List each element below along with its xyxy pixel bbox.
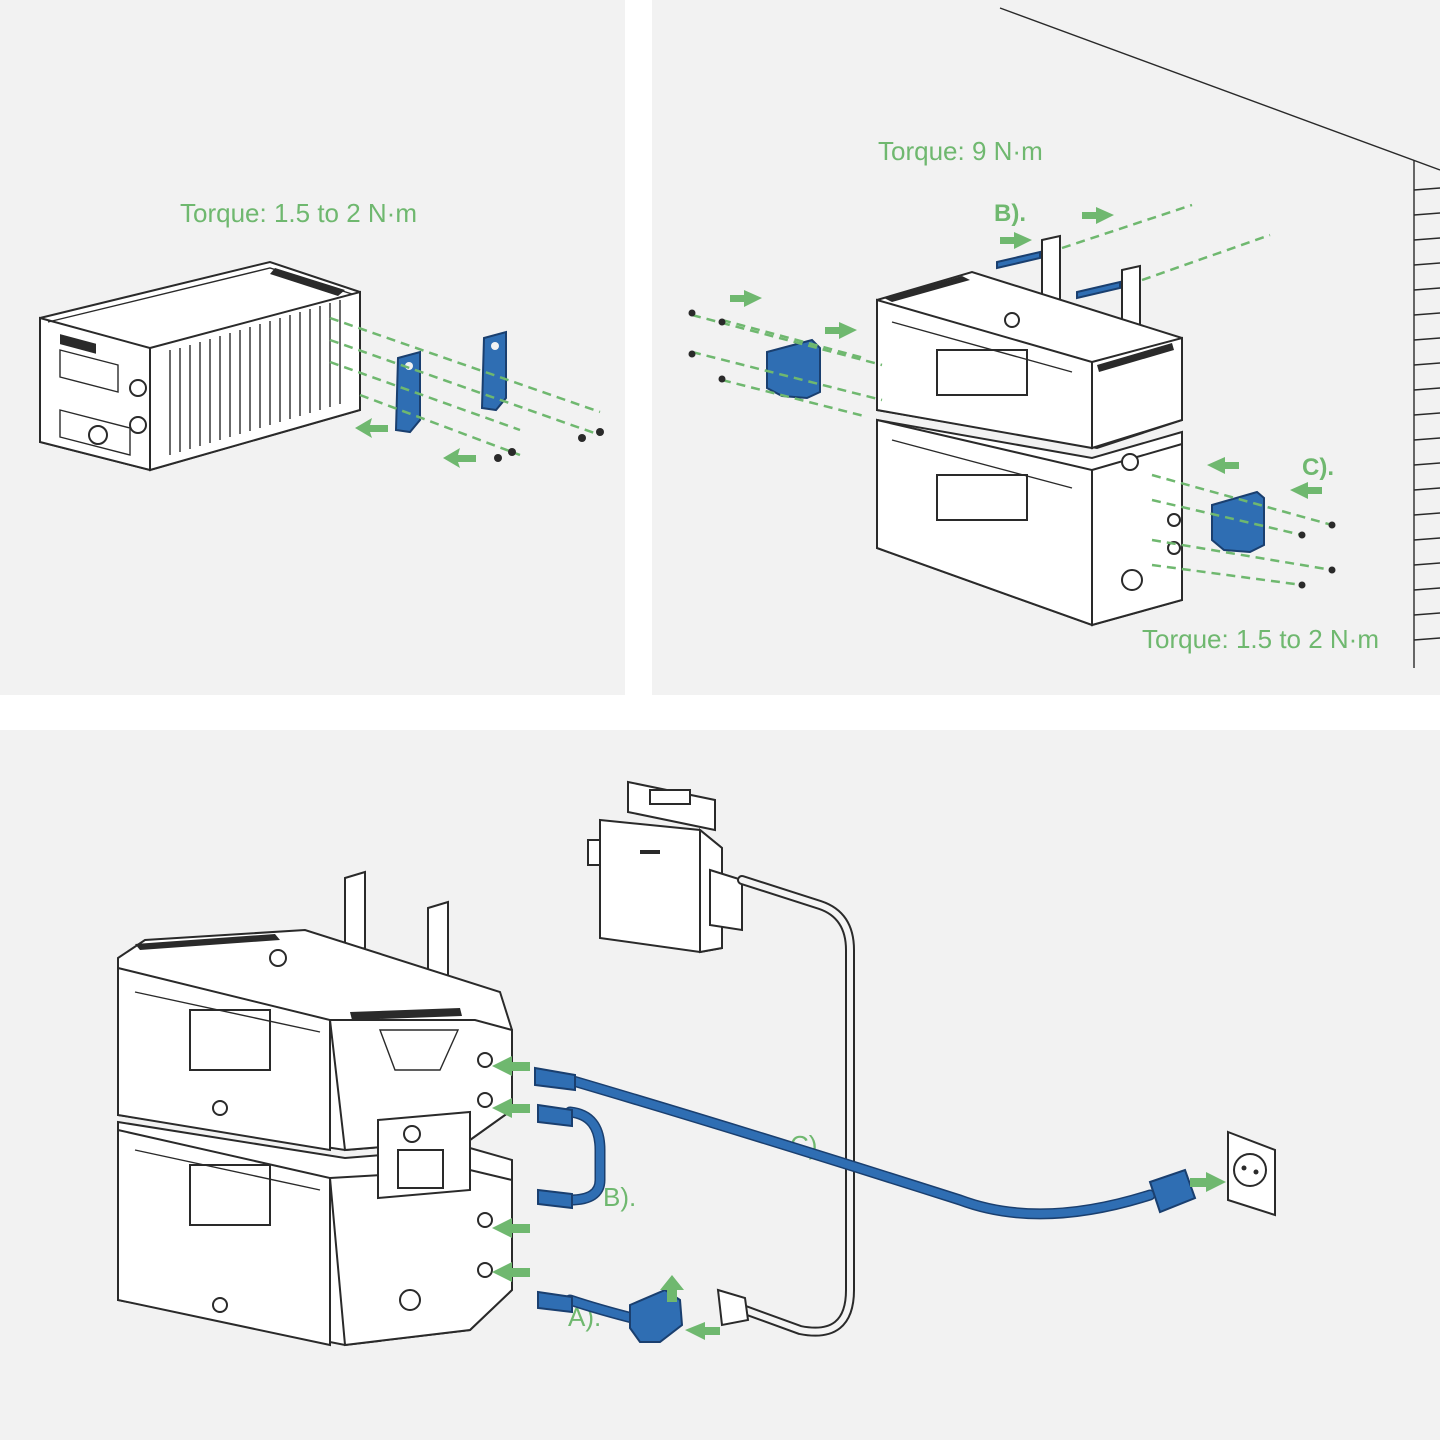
torque-bottom-label: Torque: 1.5 to 2 N·m bbox=[1142, 624, 1379, 654]
step-c-label: C). bbox=[1302, 454, 1334, 481]
torque-top-label: Torque: 9 N·m bbox=[878, 136, 1043, 166]
cable-connection-illustration bbox=[117, 780, 1276, 1347]
plug-c bbox=[1148, 1168, 1197, 1214]
connector-a bbox=[537, 1290, 573, 1314]
battery-unit-upper bbox=[117, 928, 513, 1152]
ac-trunk-cable bbox=[737, 875, 855, 1337]
ac-connector-end bbox=[716, 1288, 750, 1327]
wall bbox=[999, 7, 1440, 668]
wall-mount-illustration bbox=[688, 7, 1440, 668]
bracket-c-right bbox=[1211, 490, 1265, 554]
wall-bolt-1 bbox=[996, 250, 1041, 270]
bracket-c-left bbox=[766, 338, 821, 400]
arrow-b-port-top bbox=[492, 1098, 530, 1118]
cable-b bbox=[566, 1108, 604, 1204]
connector-b-bottom bbox=[537, 1188, 573, 1210]
step-b-label: B). bbox=[603, 1182, 637, 1212]
arrow-left-2 bbox=[443, 448, 476, 468]
connector-b-top bbox=[537, 1103, 573, 1128]
arrow-a-port bbox=[492, 1262, 530, 1282]
panel-bracket-attach: Torque: 1.5 to 2 N·m bbox=[0, 0, 625, 695]
arrow-left-1 bbox=[355, 418, 388, 438]
wall-bolt-2 bbox=[1076, 280, 1121, 300]
arrow-b-port-bottom bbox=[492, 1218, 530, 1238]
panel-wall-mount: Torque: 9 N·m B). C). Torque: 1.5 to 2 N… bbox=[652, 0, 1440, 695]
step-b-label: B). bbox=[994, 200, 1026, 227]
arrow-adapter-up bbox=[660, 1275, 684, 1302]
bracket-attach-illustration bbox=[39, 260, 604, 472]
wall-socket bbox=[1227, 1130, 1276, 1217]
microinverter bbox=[587, 780, 743, 954]
bracket-right bbox=[480, 330, 507, 412]
battery-unit bbox=[39, 260, 361, 472]
cable-c bbox=[566, 1076, 1154, 1218]
battery-unit-lower bbox=[876, 418, 1183, 627]
arrow-socket bbox=[1190, 1172, 1226, 1192]
battery-unit-upper bbox=[876, 270, 1183, 450]
connector-c bbox=[534, 1066, 576, 1092]
panel-cable-connections: C). B). A). bbox=[0, 730, 1440, 1440]
arrow-ac-connector bbox=[685, 1322, 720, 1340]
arrow-c-port bbox=[492, 1056, 530, 1076]
battery-unit-lower bbox=[117, 1110, 513, 1347]
torque-label: Torque: 1.5 to 2 N·m bbox=[180, 198, 417, 228]
